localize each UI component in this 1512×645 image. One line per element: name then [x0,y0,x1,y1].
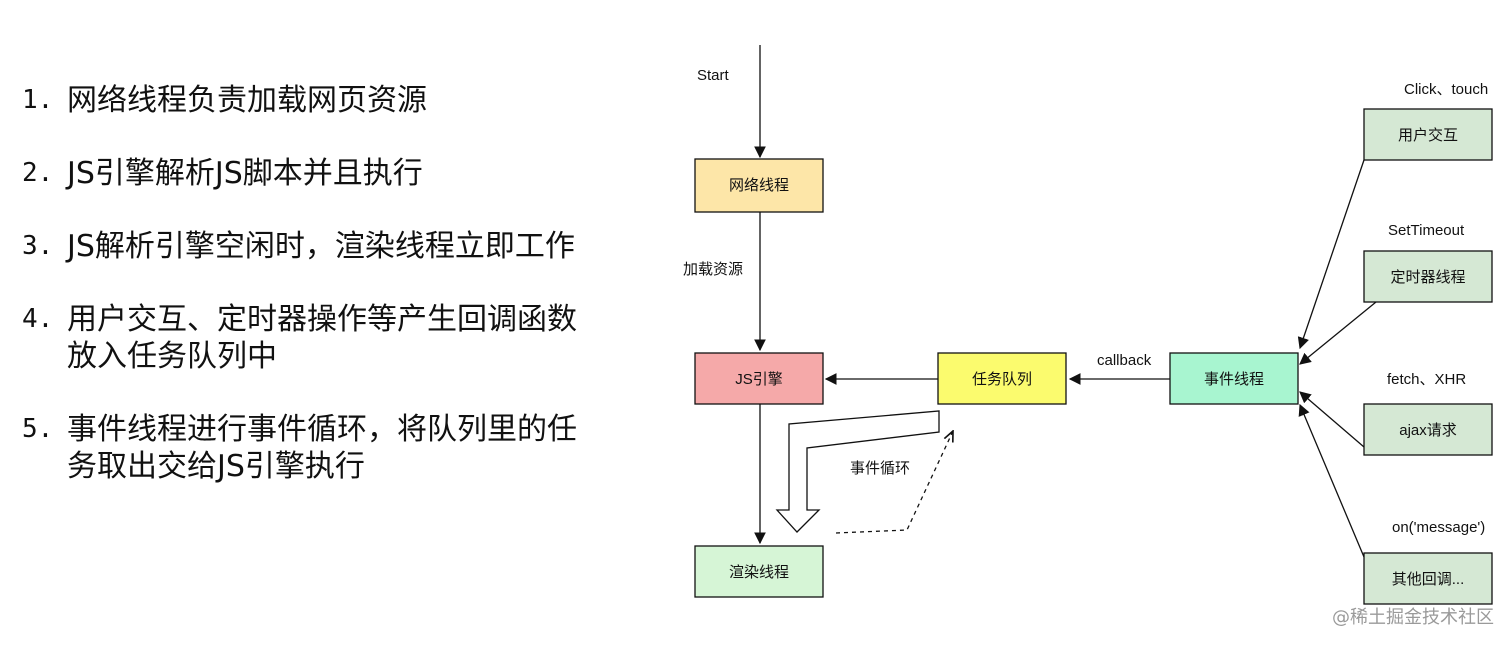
event-loop-hollow-arrow [775,410,940,533]
node-network: 网络线程 [694,158,824,213]
step-number: 5. [22,414,54,444]
set-timeout-label: SetTimeout [1388,222,1465,239]
step-text: 事件线程进行事件循环，将队列里的任务取出交给JS引擎执行 [67,412,577,484]
node-other-callbacks: 其他回调... [1363,552,1493,605]
node-js-engine: JS引擎 [694,352,824,405]
node-event-thread-label: 事件线程 [1204,371,1264,388]
node-js-engine-label: JS引擎 [735,371,783,388]
node-ajax-label: ajax请求 [1399,422,1457,439]
load-resources-label: 加载资源 [683,261,743,278]
node-render: 渲染线程 [694,545,824,598]
step-text: JS解析引擎空闲时，渲染线程立即工作 [67,229,575,264]
node-timer: 定时器线程 [1363,250,1493,303]
step-item: 3. JS解析引擎空闲时，渲染线程立即工作 [22,228,642,265]
click-touch-label: Click、touch [1404,81,1488,98]
node-render-label: 渲染线程 [729,564,789,581]
step-text: JS引擎解析JS脚本并且执行 [67,156,423,191]
event-loop-label: 事件循环 [850,460,910,477]
node-task-queue: 任务队列 [937,352,1067,405]
step-number: 4. [22,304,54,334]
user-interaction-edge [1297,159,1365,350]
node-event-thread: 事件线程 [1169,352,1299,405]
steps-list: 1. 网络线程负责加载网页资源 2. JS引擎解析JS脚本并且执行 3. JS解析引擎… [22,82,642,521]
other-callbacks-edge [1298,403,1365,558]
fetch-xhr-label: fetch、XHR [1387,371,1466,388]
node-other-callbacks-label: 其他回调... [1392,571,1465,588]
node-ajax: ajax请求 [1363,403,1493,456]
step-text: 网络线程负责加载网页资源 [67,83,427,118]
timer-edge [1299,301,1377,365]
on-message-label: on('message') [1392,519,1485,536]
node-task-queue-label: 任务队列 [972,371,1032,388]
node-user-interaction: 用户交互 [1363,108,1493,161]
step-number: 3. [22,231,54,261]
ajax-edge [1299,391,1365,448]
step-item: 4. 用户交互、定时器操作等产生回调函数放入任务队列中 [22,301,587,375]
step-text: 用户交互、定时器操作等产生回调函数放入任务队列中 [67,302,577,374]
node-network-label: 网络线程 [729,177,789,194]
node-timer-label: 定时器线程 [1390,269,1465,286]
step-item: 5. 事件线程进行事件循环，将队列里的任务取出交给JS引擎执行 [22,411,587,485]
edges [754,45,1377,558]
callback-label: callback [1097,352,1152,369]
watermark: @稀土掘金技术社区 [1332,607,1494,628]
step-item: 1. 网络线程负责加载网页资源 [22,82,642,119]
event-loop-dashed-edge [835,431,953,534]
start-label: Start [697,67,730,84]
node-user-interaction-label: 用户交互 [1398,126,1458,144]
step-number: 2. [22,158,54,188]
step-item: 2. JS引擎解析JS脚本并且执行 [22,155,642,192]
step-number: 1. [22,85,54,115]
